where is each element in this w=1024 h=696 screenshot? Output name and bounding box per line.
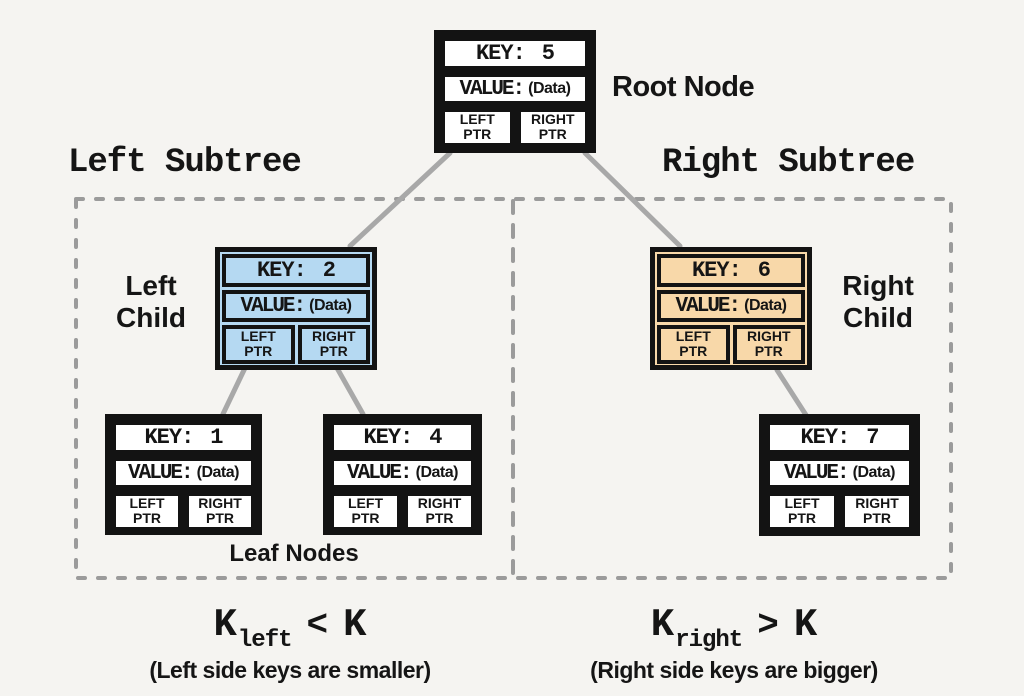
key-cell: KEY: 2	[222, 254, 370, 287]
left-ptr-cell: LEFT PTR	[222, 325, 295, 364]
value-label: VALUE:	[240, 294, 307, 318]
key-label: KEY:	[691, 258, 742, 283]
right-child-label: Right Child	[842, 270, 914, 334]
formula-subscript: left	[237, 627, 293, 654]
key-value: 1	[210, 425, 223, 450]
less-than-sign: <	[306, 605, 329, 646]
pointer-row: LEFT PTR RIGHT PTR	[657, 325, 805, 364]
pointer-row: LEFT PTR RIGHT PTR	[330, 492, 475, 531]
key-value: 6	[757, 258, 771, 283]
right-rule-block: Kright > K (Right side keys are bigger)	[519, 604, 949, 684]
right-ptr-cell: RIGHT PTR	[732, 325, 805, 364]
tree-node-root: KEY: 5 VALUE:(Data) LEFT PTR RIGHT PTR	[434, 30, 596, 153]
formula-subscript: right	[675, 627, 743, 654]
right-rule-formula: Kright > K	[519, 604, 949, 654]
tree-node-left-child: KEY: 2 VALUE:(Data) LEFT PTR RIGHT PTR	[215, 247, 377, 370]
left-rule-formula: Kleft < K	[75, 604, 505, 654]
left-child-label: Left Child	[116, 270, 186, 334]
formula-variable: K	[650, 603, 675, 647]
edge-left-child-to-leaf-1	[220, 365, 248, 417]
left-rule-caption: (Left side keys are smaller)	[149, 657, 431, 684]
leaf-nodes-label: Leaf Nodes	[229, 540, 359, 567]
key-cell: KEY: 4	[330, 421, 475, 454]
value-label: VALUE:	[347, 461, 413, 485]
key-value: 2	[322, 258, 336, 283]
right-ptr-cell: RIGHT PTR	[404, 492, 475, 531]
key-cell: KEY: 5	[441, 37, 589, 70]
left-ptr-cell: LEFT PTR	[657, 325, 730, 364]
key-label: KEY:	[363, 425, 413, 450]
key-cell: KEY: 6	[657, 254, 805, 287]
value-cell: VALUE:(Data)	[330, 457, 475, 489]
key-label: KEY:	[800, 425, 850, 450]
left-rule-block: Kleft < K (Left side keys are smaller)	[75, 604, 505, 684]
pointer-row: LEFT PTR RIGHT PTR	[222, 325, 370, 364]
right-subtree-label: Right Subtree	[662, 144, 915, 182]
value-data: (Data)	[415, 464, 459, 481]
value-data: (Data)	[528, 80, 571, 97]
root-node-label: Root Node	[612, 71, 755, 103]
key-cell: KEY: 1	[112, 421, 255, 454]
edge-root-to-left-child	[347, 150, 453, 249]
key-cell: KEY: 7	[766, 421, 913, 454]
value-cell: VALUE:(Data)	[222, 290, 370, 322]
edge-root-to-right-child	[582, 150, 683, 249]
value-label: VALUE:	[128, 461, 194, 485]
value-label: VALUE:	[459, 77, 526, 101]
value-cell: VALUE:(Data)	[657, 290, 805, 322]
left-ptr-cell: LEFT PTR	[330, 492, 401, 531]
value-label: VALUE:	[675, 294, 742, 318]
value-data: (Data)	[852, 464, 896, 481]
value-cell: VALUE:(Data)	[441, 73, 589, 105]
value-cell: VALUE:(Data)	[112, 457, 255, 489]
tree-node-leaf-4: KEY: 4 VALUE:(Data) LEFT PTR RIGHT PTR	[323, 414, 482, 535]
key-label: KEY:	[256, 258, 307, 283]
tree-node-right-child: KEY: 6 VALUE:(Data) LEFT PTR RIGHT PTR	[650, 247, 812, 370]
right-ptr-cell: RIGHT PTR	[297, 325, 370, 364]
key-label: KEY:	[144, 425, 194, 450]
right-ptr-cell: RIGHT PTR	[516, 108, 589, 147]
left-ptr-cell: LEFT PTR	[112, 492, 182, 531]
formula-rhs: K	[793, 603, 818, 647]
edge-left-child-to-leaf-4	[334, 365, 366, 417]
right-rule-caption: (Right side keys are bigger)	[590, 657, 878, 684]
pointer-row: LEFT PTR RIGHT PTR	[441, 108, 589, 147]
pointer-row: LEFT PTR RIGHT PTR	[766, 492, 913, 531]
key-value: 4	[429, 425, 442, 450]
right-ptr-cell: RIGHT PTR	[841, 492, 913, 531]
formula-rhs: K	[343, 603, 367, 647]
formula-variable: K	[213, 603, 237, 647]
edge-right-child-to-leaf-7	[774, 367, 809, 418]
pointer-row: LEFT PTR RIGHT PTR	[112, 492, 255, 531]
value-label: VALUE:	[784, 461, 850, 485]
left-subtree-label: Left Subtree	[68, 144, 302, 182]
key-label: KEY:	[475, 41, 526, 66]
subtree-regions-border	[74, 197, 953, 580]
left-ptr-cell: LEFT PTR	[766, 492, 838, 531]
greater-than-sign: >	[757, 605, 779, 646]
value-data: (Data)	[744, 297, 787, 314]
value-cell: VALUE:(Data)	[766, 457, 913, 489]
key-value: 5	[541, 41, 555, 66]
value-data: (Data)	[196, 464, 240, 481]
key-value: 7	[866, 425, 879, 450]
tree-node-leaf-7: KEY: 7 VALUE:(Data) LEFT PTR RIGHT PTR	[759, 414, 920, 536]
value-data: (Data)	[309, 297, 352, 314]
tree-node-leaf-1: KEY: 1 VALUE:(Data) LEFT PTR RIGHT PTR	[105, 414, 262, 535]
left-ptr-cell: LEFT PTR	[441, 108, 514, 147]
right-ptr-cell: RIGHT PTR	[185, 492, 255, 531]
